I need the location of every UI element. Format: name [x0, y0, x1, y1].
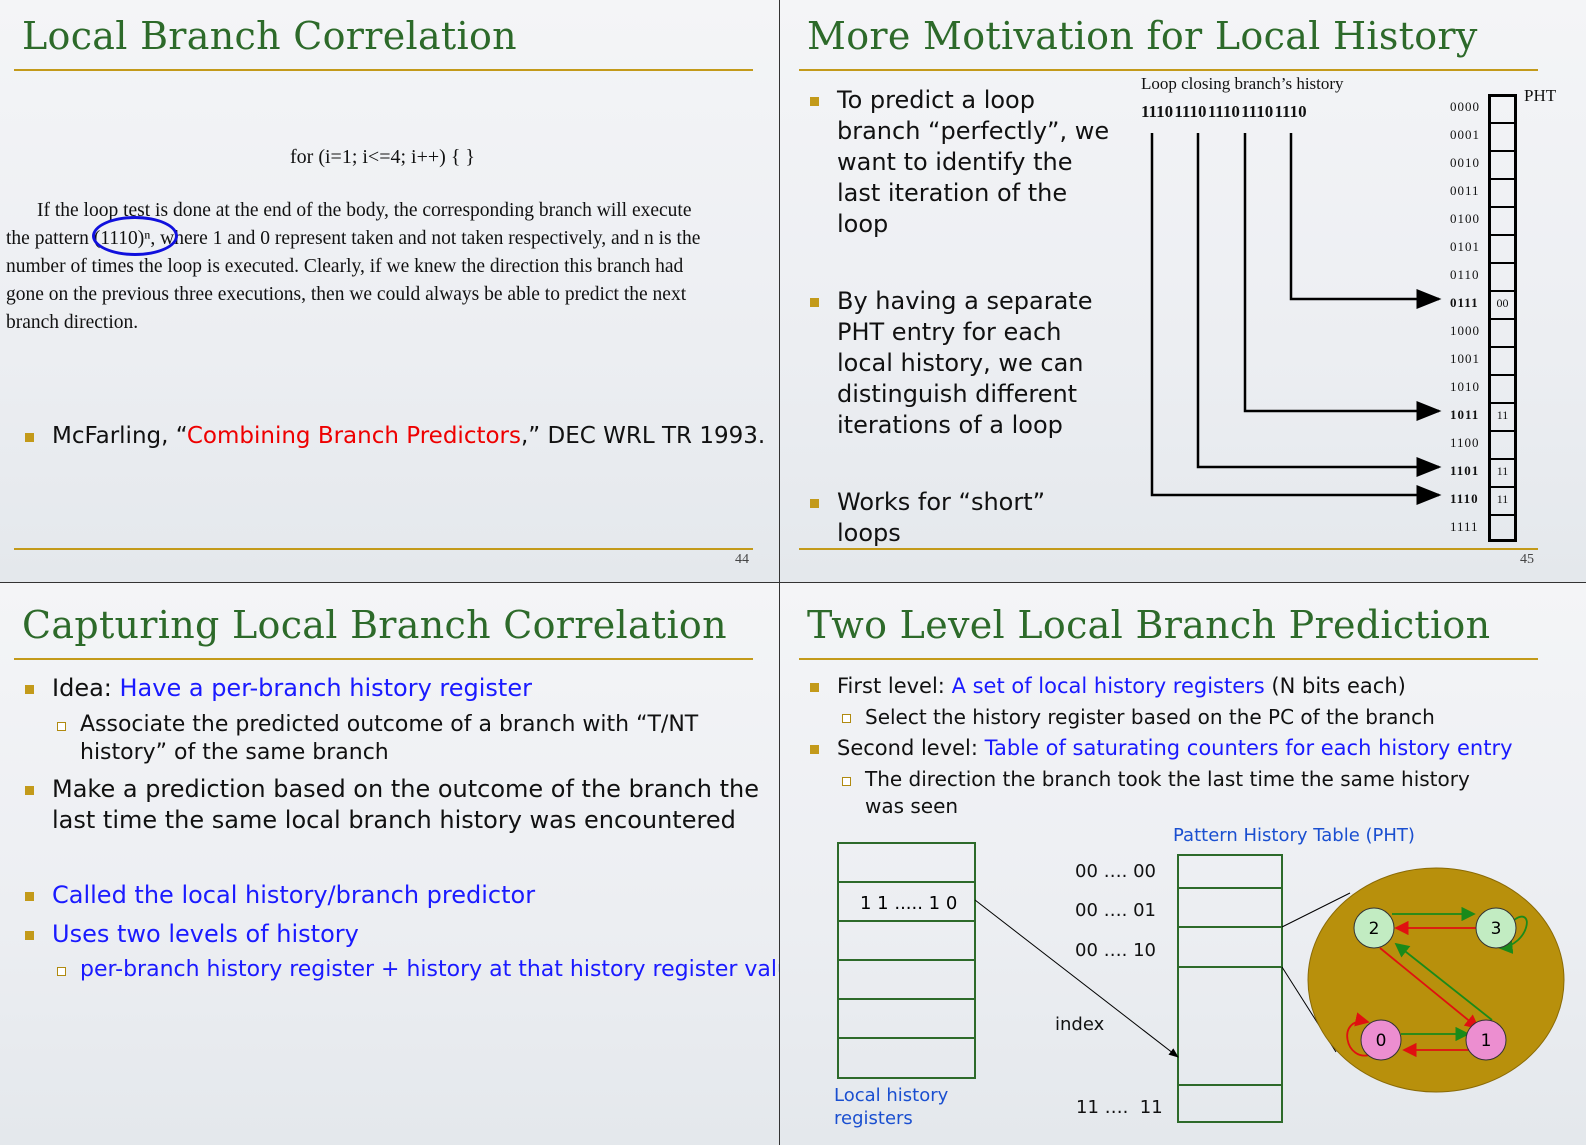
code-line: for (i=1; i<=4; i++) { } — [290, 146, 476, 168]
highlight-ellipse — [92, 216, 178, 256]
slide-title: Capturing Local Branch Correlation — [22, 603, 727, 647]
pht-divider — [1488, 234, 1517, 236]
footer-rule — [14, 548, 753, 550]
pht-row-label: 1101 — [1450, 463, 1480, 478]
bullet: Uses two levels of history — [25, 920, 359, 948]
horizontal-divider — [0, 582, 1586, 583]
svg-text:2: 2 — [1369, 919, 1380, 939]
pht-divider — [1488, 486, 1517, 488]
index-01: 00 …. 01 — [1075, 900, 1156, 921]
pht-divider — [1488, 430, 1517, 432]
state-2 — [1353, 907, 1395, 949]
pht-divider — [1488, 290, 1517, 292]
local-history-registers — [837, 842, 976, 1079]
pht-table-47 — [1177, 854, 1283, 1123]
pht-row-label: 0110 — [1450, 267, 1480, 282]
bullet: Called the local history/branch predicto… — [24, 881, 536, 909]
pht-divider — [1488, 458, 1517, 460]
title-rule — [799, 69, 1538, 71]
pht-row-label: 1001 — [1450, 351, 1480, 366]
pht-divider — [1488, 262, 1517, 264]
pht-divider — [1488, 514, 1517, 516]
sub-bullet: Associate the predicted outcome of a bra… — [57, 711, 780, 767]
pht-divider — [1488, 374, 1517, 376]
arrow-0111 — [1289, 133, 1442, 309]
state-3 — [1475, 907, 1517, 949]
bullet: First level: A set of local history regi… — [810, 671, 1406, 702]
title-rule — [14, 69, 753, 71]
vertical-divider — [779, 0, 780, 1145]
index-label: index — [1055, 1014, 1105, 1035]
slide-title: Two Level Local Branch Prediction — [807, 603, 1491, 647]
state-0 — [1360, 1019, 1402, 1061]
sub-bullet: per-branch history register + history at… — [57, 957, 805, 982]
state-1 — [1465, 1019, 1507, 1061]
pht-divider — [1488, 402, 1517, 404]
bullet: To predict a loop branch “perfectly”, we… — [810, 85, 1112, 240]
pht-divider — [1488, 122, 1517, 124]
arrow-1101 — [1196, 133, 1442, 477]
slide-title: Local Branch Correlation — [22, 14, 517, 58]
pht-row-label: 1100 — [1450, 435, 1480, 450]
slide-45: More Motivation for Local History To pre… — [780, 0, 1586, 582]
pht-cell-value: 00 — [1496, 296, 1509, 310]
pht-row-label: 1110 — [1450, 491, 1479, 506]
svg-text:0: 0 — [1376, 1031, 1387, 1051]
pht-row-label: 0011 — [1450, 183, 1480, 198]
pht-row-label: 0111 — [1450, 295, 1479, 310]
pht-cell-value: 11 — [1496, 492, 1509, 506]
arrow-1110 — [1150, 133, 1442, 505]
history-bits: 1110 1110 1110 1110 1110 — [1141, 102, 1307, 121]
bullet: Make a prediction based on the outcome o… — [25, 774, 762, 836]
reference: McFarling, “Combining Branch Predictors,… — [24, 421, 765, 452]
index-10: 00 …. 10 — [1075, 940, 1156, 961]
svg-text:1: 1 — [1481, 1031, 1492, 1051]
history-arrows — [1150, 133, 1442, 505]
pht-row-label: 0010 — [1450, 155, 1480, 170]
fsm-states: 2 3 0 1 — [1353, 907, 1517, 1061]
counter-fsm-ellipse — [1307, 867, 1565, 1093]
pht-row-label: 0101 — [1450, 239, 1480, 254]
paragraph: If the loop test is done at the end of t… — [6, 200, 701, 333]
register-value: 1 1 ..... 1 0 — [860, 893, 957, 914]
pht-divider — [1488, 178, 1517, 180]
slide-44: Local Branch Correlation for (i=1; i<=4;… — [0, 0, 779, 582]
pht-cell-value: 11 — [1496, 408, 1509, 422]
index-00: 00 …. 00 — [1075, 861, 1156, 882]
pht-title: Pattern History Table (PHT) — [1173, 825, 1415, 846]
pht-row-label: 1011 — [1450, 407, 1480, 422]
sub-bullet: Select the history register based on the… — [842, 705, 1435, 729]
history-label: Loop closing branch’s history — [1141, 74, 1344, 93]
pht-divider — [1488, 150, 1517, 152]
index-arrow — [974, 899, 1179, 1058]
page-number: 45 — [1520, 552, 1534, 567]
slide-title: More Motivation for Local History — [807, 14, 1478, 58]
arrow-1011 — [1243, 133, 1442, 421]
title-rule — [14, 658, 753, 660]
sub-bullet: The direction the branch took the last t… — [842, 766, 1505, 820]
pht-divider — [1488, 318, 1517, 320]
bullet: Works for “short” loops — [810, 487, 1077, 549]
bullet: Second level: Table of saturating counte… — [810, 733, 1513, 764]
bullet: By having a separate PHT entry for each … — [810, 286, 1112, 441]
pht-row-label: 0100 — [1450, 211, 1480, 226]
slide-46: Capturing Local Branch Correlation Idea:… — [0, 583, 805, 1145]
pht-label: PHT — [1524, 86, 1557, 105]
pht-divider — [1488, 346, 1517, 348]
index-11: 11 …. 11 — [1076, 1097, 1163, 1118]
pht-divider — [1488, 206, 1517, 208]
pht-row-label: 1010 — [1450, 379, 1480, 394]
reg-label: Local history registers — [834, 1085, 949, 1129]
page-number: 44 — [735, 552, 749, 567]
svg-text:3: 3 — [1491, 919, 1502, 939]
pht-cell-value: 11 — [1496, 464, 1509, 478]
title-rule — [799, 658, 1538, 660]
footer-rule — [799, 548, 1538, 550]
pht-row-label: 0001 — [1450, 127, 1480, 142]
pht-row-label: 0000 — [1450, 99, 1480, 114]
bullet-idea: Idea: Have a per-branch history register — [25, 674, 532, 702]
pht-row-label: 1111 — [1450, 519, 1479, 534]
pht-row-label: 1000 — [1450, 323, 1480, 338]
fsm-edges — [1346, 906, 1528, 1058]
